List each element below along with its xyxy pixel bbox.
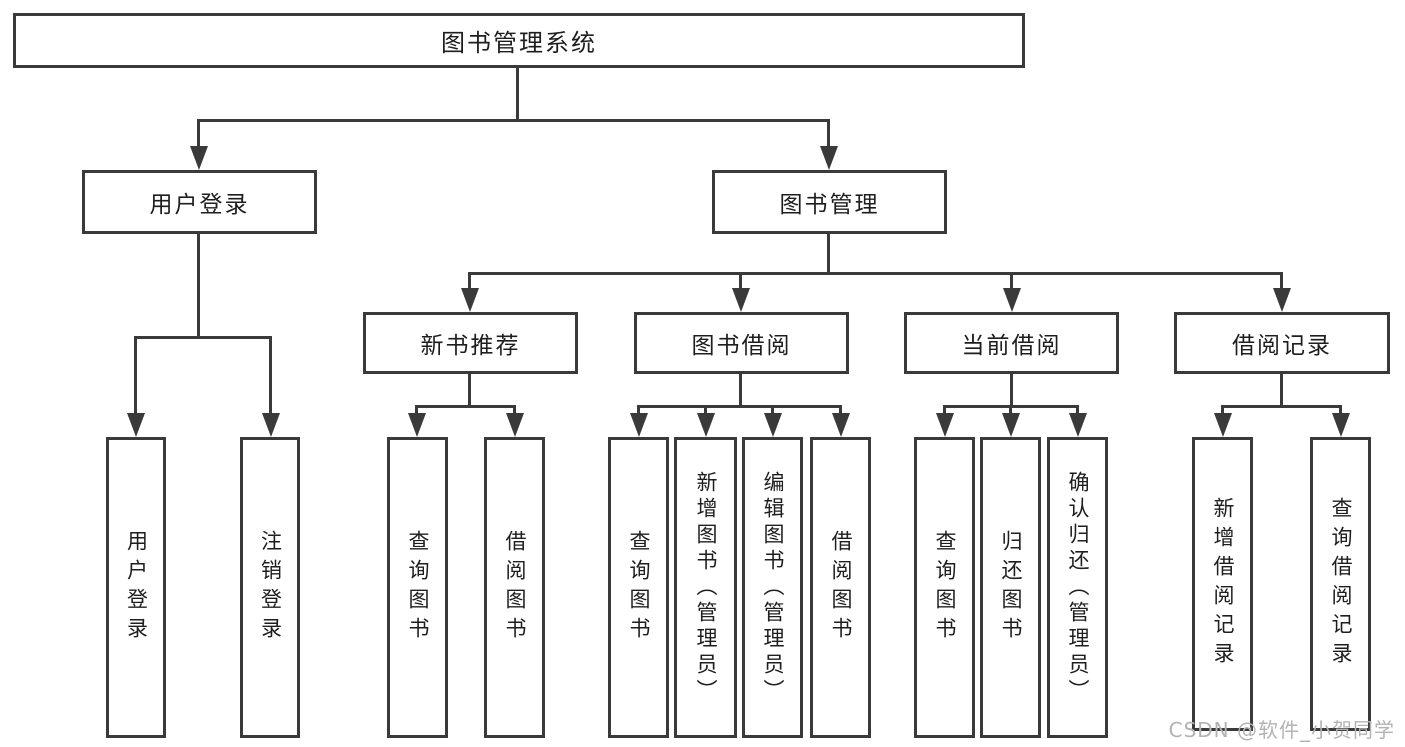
leaf-borrow-books-recommend: 借阅图书 [484,437,545,738]
leaf-logout: 注销登录 [240,437,300,738]
leaf-edit-books-admin: 编辑图书（管理员） [742,437,803,738]
arrow-down-icon [506,413,524,437]
connector-line [468,272,1283,275]
node-label: 当前借阅 [961,333,1062,359]
node-label: 图书管理 [779,192,880,218]
connector-line [468,272,471,292]
leaf-label: 借阅图书 [503,529,527,646]
node-new-book-recommend: 新书推荐 [363,312,578,374]
arrow-down-icon [764,413,782,437]
connector-line [839,405,842,417]
connector-line [771,405,774,417]
connector-line [1339,405,1342,417]
csdn-watermark: CSDN @软件_小贺同学 [1168,718,1395,742]
connector-line [516,68,519,120]
connector-line [739,374,742,408]
leaf-confirm-return-admin: 确认归还（管理员） [1047,437,1108,738]
leaf-query-books-borrow: 查询图书 [608,437,669,738]
node-book-management: 图书管理 [712,170,947,234]
arrow-down-icon [1214,413,1232,437]
leaf-label: 确认归还（管理员） [1066,470,1090,705]
connector-line [739,272,742,292]
leaf-label: 查询图书 [406,529,430,646]
arrow-down-icon [190,146,208,170]
node-label: 用户登录 [149,192,250,218]
node-label: 图书管理系统 [441,29,597,57]
arrow-down-icon [936,413,954,437]
leaf-label: 归还图书 [999,529,1023,646]
leaf-user-login: 用户登录 [106,437,166,738]
arrow-down-icon [832,413,850,437]
connector-line [1010,374,1013,408]
leaf-label: 用户登录 [124,529,149,646]
connector-line [1009,405,1012,417]
connector-line [269,336,272,416]
connector-line [197,119,830,122]
node-label: 图书借阅 [691,333,792,359]
arrow-down-icon [1003,288,1021,312]
arrow-down-icon [262,413,280,437]
connector-line [468,374,471,408]
arrow-down-icon [630,413,648,437]
leaf-label: 查询借阅记录 [1329,497,1353,671]
arrow-down-icon [732,288,750,312]
connector-line [513,405,516,417]
leaf-label: 编辑图书（管理员） [761,470,785,705]
connector-line [827,234,830,275]
leaf-query-books-recommend: 查询图书 [387,437,448,738]
connector-line [704,405,707,417]
connector-line [1010,272,1013,292]
leaf-return-books: 归还图书 [980,437,1041,738]
node-label: 借阅记录 [1232,333,1332,359]
leaf-label: 新增借阅记录 [1211,497,1235,671]
node-root-system: 图书管理系统 [13,13,1025,68]
connector-line [415,405,418,417]
leaf-borrow-books: 借阅图书 [810,437,871,738]
arrow-down-icon [1069,413,1087,437]
node-label: 新书推荐 [420,333,521,359]
arrow-down-icon [408,413,426,437]
arrow-down-icon [697,413,715,437]
connector-line [943,405,946,417]
leaf-add-books-admin: 新增图书（管理员） [674,437,737,738]
connector-line [1221,405,1224,417]
leaf-label: 查询图书 [933,529,957,646]
connector-line [134,336,137,416]
leaf-add-borrow-record: 新增借阅记录 [1192,437,1253,731]
arrow-down-icon [1002,413,1020,437]
node-book-borrow: 图书借阅 [634,312,849,374]
connector-line [637,405,842,408]
connector-line [415,405,516,408]
connector-line [1280,272,1283,292]
node-user-login: 用户登录 [82,170,317,234]
arrow-down-icon [1273,288,1291,312]
connector-line [637,405,640,417]
connector-line [1221,405,1342,408]
connector-line [827,119,830,149]
node-borrow-record: 借阅记录 [1174,312,1390,374]
connector-line [1280,374,1283,408]
node-current-borrow: 当前借阅 [904,312,1119,374]
leaf-query-books-current: 查询图书 [914,437,975,738]
leaf-label: 查询图书 [627,529,651,646]
leaf-label: 借阅图书 [829,529,853,646]
leaf-query-borrow-record: 查询借阅记录 [1310,437,1371,731]
leaf-label: 注销登录 [258,529,283,646]
connector-line [134,336,272,339]
arrow-down-icon [461,288,479,312]
arrow-down-icon [1332,413,1350,437]
leaf-label: 新增图书（管理员） [694,470,718,705]
connector-line [1076,405,1079,417]
arrow-down-icon [820,146,838,170]
connector-line [197,234,200,339]
connector-line [197,119,200,149]
arrow-down-icon [127,413,145,437]
